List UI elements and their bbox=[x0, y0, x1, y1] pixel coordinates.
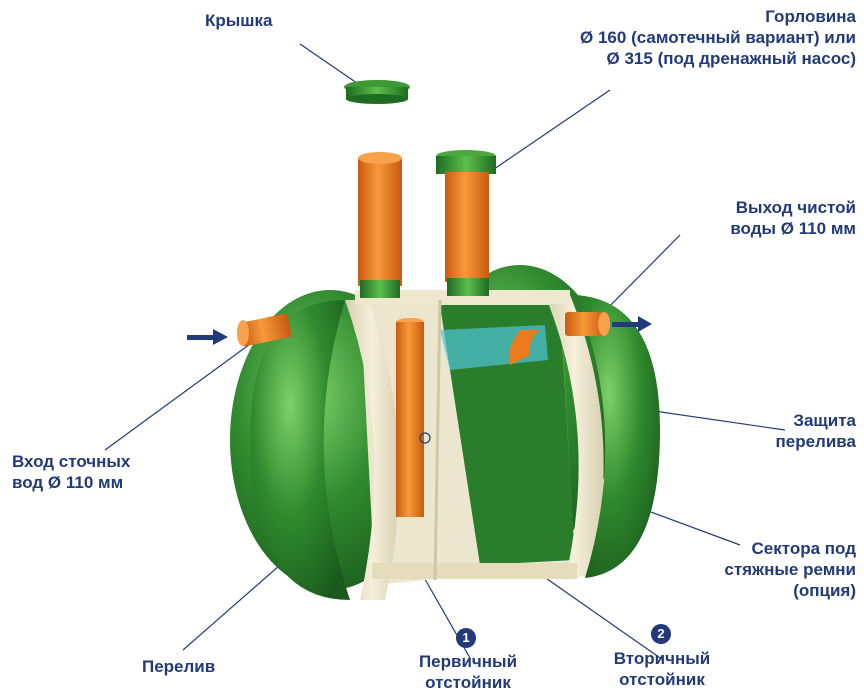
label-protect: Защита перелива bbox=[776, 410, 857, 452]
label-secondary-line2: отстойник bbox=[602, 669, 722, 690]
label-primary: Первичный отстойник bbox=[402, 651, 534, 693]
label-outlet-line2: воды Ø 110 мм bbox=[730, 218, 856, 239]
label-neck-line1: Горловина bbox=[580, 6, 856, 27]
label-primary-line2: отстойник bbox=[402, 672, 534, 693]
label-neck-line2: Ø 160 (самотечный вариант) или bbox=[580, 27, 856, 48]
inlet-arrow-icon bbox=[187, 329, 228, 345]
label-straps: Сектора под стяжные ремни (опция) bbox=[724, 538, 856, 601]
label-lid: Крышка bbox=[205, 10, 272, 31]
label-overflow: Перелив bbox=[142, 656, 215, 677]
badge-primary: 1 bbox=[456, 628, 476, 648]
neck-pipe bbox=[436, 150, 496, 296]
label-inlet-line1: Вход сточных bbox=[12, 451, 130, 472]
label-secondary: Вторичный отстойник bbox=[602, 648, 722, 690]
label-outlet: Выход чистой воды Ø 110 мм bbox=[730, 197, 856, 239]
label-protect-line2: перелива bbox=[776, 431, 857, 452]
label-secondary-line1: Вторичный bbox=[602, 648, 722, 669]
label-outlet-line1: Выход чистой bbox=[730, 197, 856, 218]
left-riser-pipe bbox=[358, 152, 402, 298]
band-bottom bbox=[372, 563, 577, 579]
label-inlet: Вход сточных вод Ø 110 мм bbox=[12, 451, 130, 493]
lid-part bbox=[344, 80, 410, 104]
label-protect-line1: Защита bbox=[776, 410, 857, 431]
label-inlet-line2: вод Ø 110 мм bbox=[12, 472, 130, 493]
label-straps-line1: Сектора под bbox=[724, 538, 856, 559]
label-straps-line3: (опция) bbox=[724, 580, 856, 601]
badge-secondary: 2 bbox=[651, 624, 671, 644]
label-primary-line1: Первичный bbox=[402, 651, 534, 672]
label-neck-line3: Ø 315 (под дренажный насос) bbox=[580, 48, 856, 69]
label-straps-line2: стяжные ремни bbox=[724, 559, 856, 580]
leader-neck bbox=[478, 90, 610, 180]
label-neck: Горловина Ø 160 (самотечный вариант) или… bbox=[580, 6, 856, 69]
